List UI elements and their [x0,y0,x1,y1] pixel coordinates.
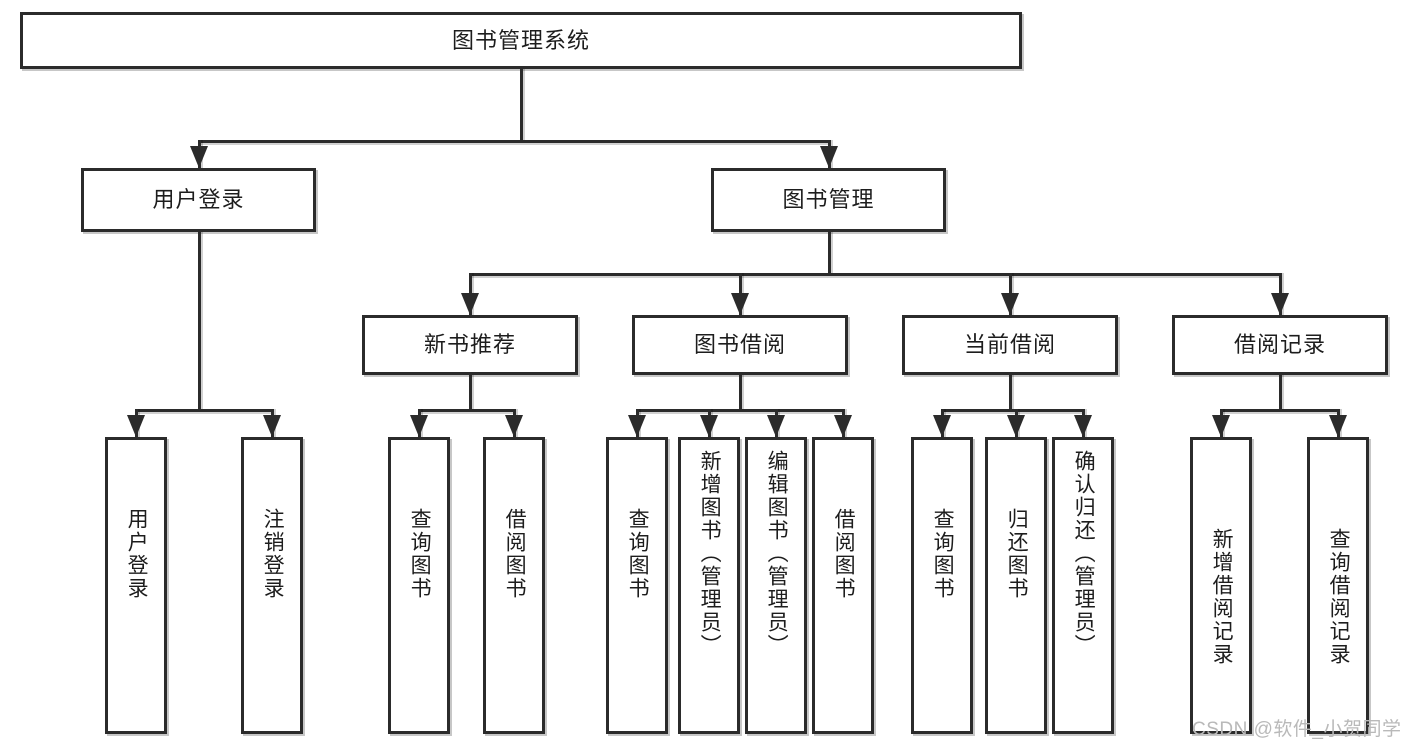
connector-new-book-recommend-bus [419,409,514,412]
node-label: 图书管理 [782,187,875,213]
node-label: 用户登录 [125,508,149,600]
connector-book-borrow-stem [739,375,742,409]
node-label: 借阅记录 [1233,332,1326,358]
node-label: 图书借阅 [693,332,786,358]
connector-book-borrow-bus [637,409,843,412]
arrow-leaf-current-borrow-1 [1007,415,1025,437]
connector-new-book-recommend-stem [469,375,472,409]
arrow-leaf-user-login-1 [263,415,281,437]
node-leaf-add-book-admin[interactable]: 新增图书（管理员） [678,437,740,734]
connector-borrow-record-bus [1221,409,1338,412]
arrow-leaf-new-book-recommend-1 [505,415,523,437]
node-label: 查询借阅记录 [1327,528,1351,666]
node-leaf-query-borrow-record[interactable]: 查询借阅记录 [1307,437,1369,734]
arrow-leaf-book-borrow-0 [628,415,646,437]
connector-borrow-record-stem [1279,375,1282,409]
node-label: 新书推荐 [423,332,516,358]
arrow-leaf-current-borrow-2 [1074,415,1092,437]
node-label: 借阅图书 [832,508,856,600]
node-leaf-user-login[interactable]: 用户登录 [105,437,167,734]
arrow-level2-1 [731,293,749,315]
node-label: 查询图书 [408,508,432,600]
connector-root-stem [520,69,523,140]
node-book-borrow[interactable]: 图书借阅 [632,315,848,375]
node-leaf-borrow-book-1[interactable]: 借阅图书 [483,437,545,734]
arrow-level2-0 [461,293,479,315]
arrow-level2-3 [1271,293,1289,315]
node-label: 查询图书 [626,508,650,600]
node-root-system[interactable]: 图书管理系统 [20,12,1022,69]
connector-bookmanage-stem [827,232,831,273]
connector-root-bus [198,140,829,143]
node-borrow-record[interactable]: 借阅记录 [1172,315,1388,375]
arrow-level1-0 [189,146,208,168]
node-label: 新增借阅记录 [1210,528,1234,666]
node-label: 新增图书（管理员） [698,450,722,657]
connector-current-borrow-bus [942,409,1083,412]
node-leaf-edit-book-admin[interactable]: 编辑图书（管理员） [745,437,807,734]
node-book-manage[interactable]: 图书管理 [711,168,946,232]
connector-current-borrow-stem [1009,375,1012,409]
node-leaf-query-book-1[interactable]: 查询图书 [388,437,450,734]
arrow-leaf-book-borrow-3 [834,415,852,437]
arrow-leaf-new-book-recommend-0 [410,415,428,437]
node-leaf-borrow-book-2[interactable]: 借阅图书 [812,437,874,734]
arrow-leaf-book-borrow-2 [767,415,785,437]
node-label: 图书管理系统 [451,27,590,53]
node-leaf-return-book[interactable]: 归还图书 [985,437,1047,734]
node-label: 编辑图书（管理员） [765,450,789,657]
node-leaf-query-book-2[interactable]: 查询图书 [606,437,668,734]
node-leaf-logout-login[interactable]: 注销登录 [241,437,303,734]
node-new-book-recommend[interactable]: 新书推荐 [362,315,578,375]
node-label: 确认归还（管理员） [1072,450,1096,657]
arrow-level1-1 [819,146,838,168]
node-current-borrow[interactable]: 当前借阅 [902,315,1118,375]
node-leaf-add-borrow-record[interactable]: 新增借阅记录 [1190,437,1252,734]
node-label: 当前借阅 [963,332,1056,358]
connector-user-login-stem [197,232,201,409]
node-user-login[interactable]: 用户登录 [81,168,316,232]
arrow-leaf-user-login-0 [127,415,145,437]
arrow-level2-2 [1001,293,1019,315]
node-leaf-confirm-return[interactable]: 确认归还（管理员） [1052,437,1114,734]
arrow-leaf-current-borrow-0 [933,415,951,437]
connector-level2-bus [470,273,1280,276]
node-label: 用户登录 [152,187,245,213]
node-label: 归还图书 [1005,508,1029,600]
node-label: 借阅图书 [503,508,527,600]
arrow-leaf-book-borrow-1 [700,415,718,437]
arrow-leaf-borrow-record-1 [1329,415,1347,437]
node-leaf-query-book-3[interactable]: 查询图书 [911,437,973,734]
connector-user-login-bus [136,409,272,412]
arrow-leaf-borrow-record-0 [1212,415,1230,437]
node-label: 注销登录 [261,508,285,600]
node-label: 查询图书 [931,508,955,600]
